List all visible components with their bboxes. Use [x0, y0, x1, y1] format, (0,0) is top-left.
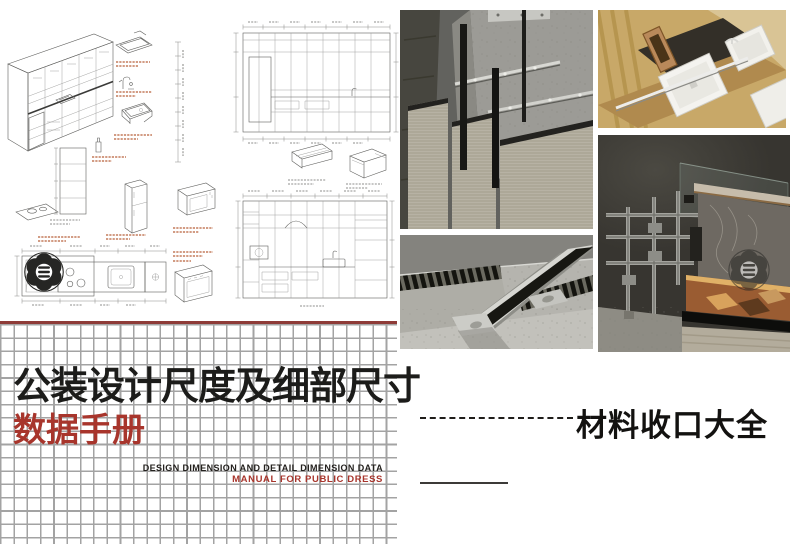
page-title: 公装设计尺度及细部尺寸 — [13, 366, 421, 408]
kitchen-elevation-2 — [235, 190, 395, 307]
wine-rack-elevation — [50, 41, 184, 225]
photo-drawer-sink-detail — [598, 10, 786, 128]
callout-icons — [92, 30, 153, 162]
flower-logo-icon — [24, 252, 64, 292]
iso-basket — [288, 143, 333, 185]
page-subtitle: 数据手册 — [13, 411, 145, 448]
caption-en: DESIGN DIMENSION AND DETAIL DIMENSION DA… — [143, 463, 383, 486]
flower-logo-icon — [728, 249, 770, 291]
cad-linework-panel — [7, 21, 399, 307]
iso-microwave — [173, 182, 216, 233]
iso-cooktop — [15, 203, 80, 242]
iso-fridge — [106, 179, 148, 240]
caption-en-line2: MANUAL FOR PUBLIC DRESS — [232, 474, 383, 486]
photo-stone-cladding-column — [400, 10, 593, 229]
kitchen-plan-view — [14, 245, 167, 306]
underline-rule — [420, 482, 508, 484]
iso-cabinet-box — [346, 148, 387, 189]
caption-en-line1: DESIGN DIMENSION AND DETAIL DIMENSION DA… — [142, 463, 383, 473]
iso-oven — [173, 251, 213, 303]
kitchen-elevation-1 — [233, 21, 399, 144]
right-title: 材料收口大全 — [576, 408, 768, 443]
grid-paper — [0, 321, 397, 544]
dashed-rule — [420, 417, 573, 419]
iso-kitchen-wall — [7, 33, 114, 152]
photo-expansion-joint-profile — [400, 235, 593, 349]
photo-counter-framing-detail — [598, 135, 790, 352]
